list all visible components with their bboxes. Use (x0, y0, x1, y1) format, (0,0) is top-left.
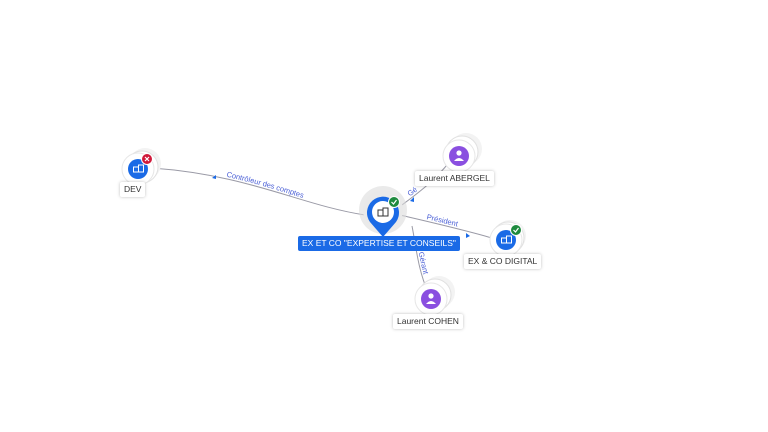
node-main[interactable] (359, 186, 407, 237)
node-digital[interactable] (489, 220, 526, 257)
node-label-dev[interactable]: DEV (120, 182, 146, 197)
edge-controleur (151, 167, 366, 216)
building-icon (133, 164, 144, 173)
check-icon (510, 224, 522, 236)
edge-label-controleur: Contrôleur des comptes (226, 170, 305, 200)
cross-icon (141, 153, 153, 165)
arrow-president (466, 233, 470, 238)
node-label-abergel[interactable]: Laurent ABERGEL (415, 171, 494, 186)
person-icon (426, 293, 436, 304)
building-icon (501, 235, 512, 244)
node-label-digital[interactable]: EX & CO DIGITAL (464, 254, 542, 269)
node-cohen[interactable] (414, 276, 455, 316)
node-dev[interactable] (121, 148, 161, 186)
node-label-main[interactable]: EX ET CO "EXPERTISE ET CONSEILS" (298, 236, 460, 251)
arrow-controleur (212, 175, 216, 179)
building-icon (377, 207, 389, 217)
arrow-gerant-top (410, 197, 414, 202)
person-icon (454, 150, 464, 161)
node-label-cohen[interactable]: Laurent COHEN (393, 314, 463, 329)
edge-label-president: Président (426, 212, 460, 228)
edge-label-gerant-top: Gé (406, 185, 419, 198)
check-icon (388, 196, 400, 208)
node-abergel[interactable] (442, 133, 482, 173)
